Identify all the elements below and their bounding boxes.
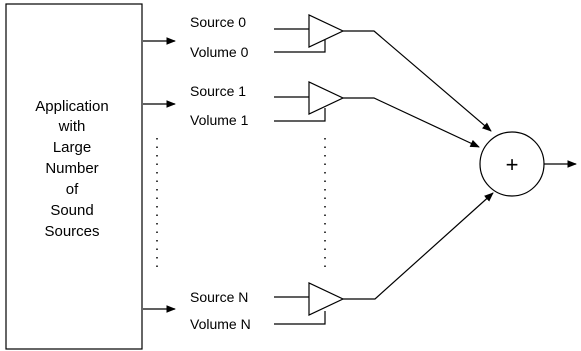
application-line-1: Application — [35, 98, 108, 115]
application-line-4: Number — [45, 160, 98, 177]
amplifier-1 — [308, 81, 345, 115]
mix-line-0 — [343, 30, 492, 132]
source-label-1: Source 1 — [190, 83, 246, 99]
mix-line-1 — [343, 97, 480, 148]
source-label-0: Source 0 — [190, 14, 246, 30]
application-line-6: Sound — [50, 202, 93, 219]
mix-line-n — [343, 192, 494, 300]
channel-n: Source N Volume N — [190, 282, 345, 332]
volume-label-n: Volume N — [190, 316, 251, 332]
amplifier-n — [308, 282, 345, 316]
volume-label-1: Volume 1 — [190, 112, 249, 128]
application-line-2: with — [58, 118, 86, 135]
volume-label-0: Volume 0 — [190, 44, 249, 60]
channel-1: Source 1 Volume 1 — [190, 81, 345, 128]
mixer-sum-node: + — [479, 131, 545, 197]
channel-0: Source 0 Volume 0 — [190, 14, 345, 60]
application-line-3: Large — [53, 139, 91, 156]
application-box: Application with Large Number of Sound S… — [5, 3, 143, 350]
application-line-7: Sources — [44, 223, 99, 240]
plus-symbol: + — [506, 152, 519, 177]
application-line-5: of — [66, 181, 79, 198]
amplifier-0 — [308, 14, 345, 48]
source-label-n: Source N — [190, 289, 248, 305]
